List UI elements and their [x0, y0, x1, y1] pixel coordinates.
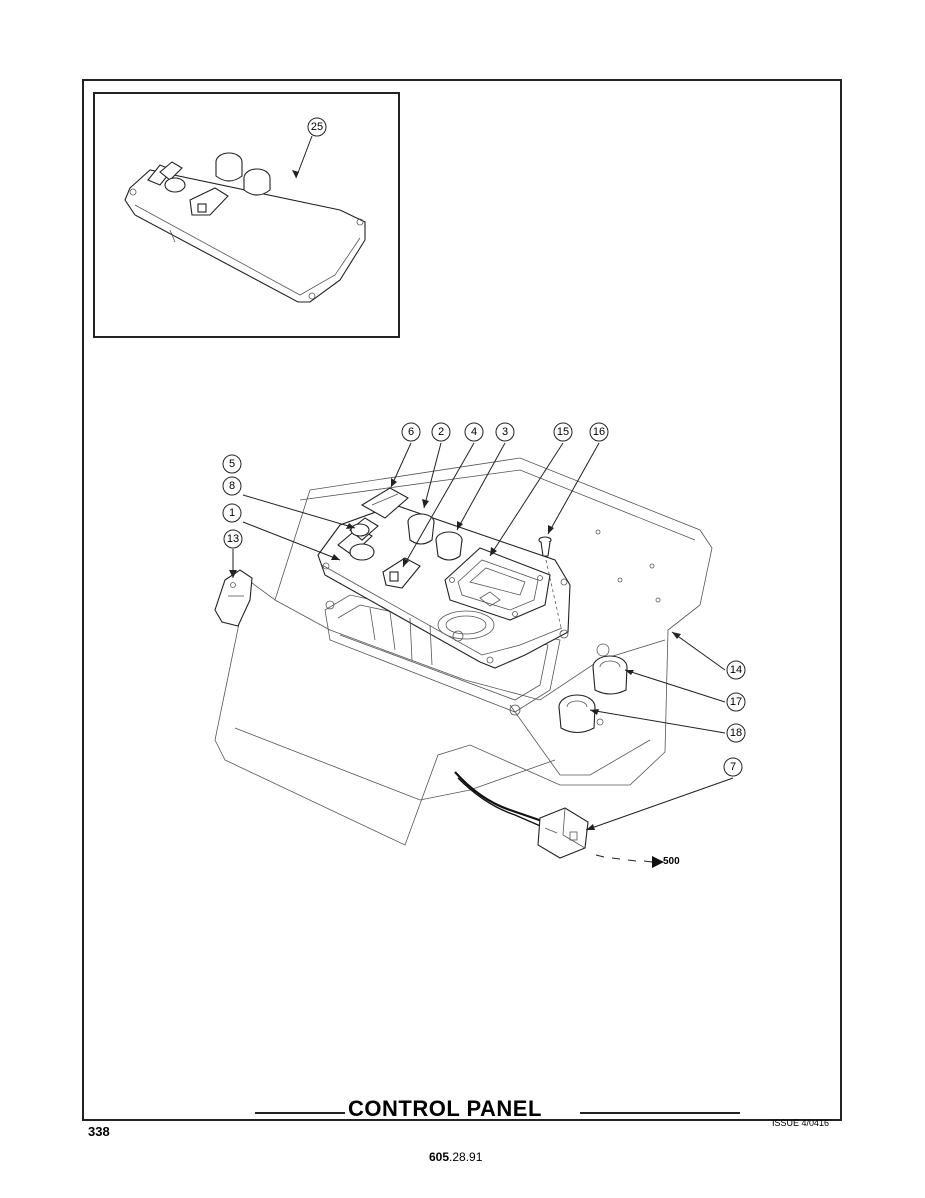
drawing-frame — [82, 79, 842, 1121]
document-number-suffix: .28.91 — [449, 1150, 483, 1164]
bracket — [214, 569, 253, 627]
callout-17: 17 — [726, 692, 746, 712]
key-switch-assembly — [337, 487, 409, 561]
svg-text:1: 1 — [229, 507, 235, 519]
svg-text:6: 6 — [408, 426, 414, 438]
callout-1: 1 — [222, 503, 242, 523]
cable-connector — [454, 771, 664, 868]
title-rule-right — [580, 1112, 740, 1114]
callout-25: 25 — [307, 117, 327, 137]
leader-lines — [229, 442, 734, 831]
svg-text:18: 18 — [730, 727, 742, 739]
svg-text:3: 3 — [502, 426, 508, 438]
document-number-prefix: 605 — [429, 1150, 450, 1164]
callout-7: 7 — [723, 757, 743, 777]
document-number: 605.28.91 — [429, 1150, 482, 1164]
svg-text:13: 13 — [227, 533, 239, 545]
lamp-caps — [407, 513, 463, 561]
svg-text:16: 16 — [593, 426, 605, 438]
callout-15: 15 — [553, 422, 573, 442]
inset-assembly — [124, 135, 366, 303]
rocker-switch — [382, 557, 421, 589]
svg-text:14: 14 — [730, 664, 742, 676]
callout-3: 3 — [495, 422, 515, 442]
screw — [538, 536, 569, 639]
svg-text:25: 25 — [311, 121, 323, 133]
callout-14: 14 — [726, 660, 746, 680]
svg-text:2: 2 — [438, 426, 444, 438]
svg-text:7: 7 — [730, 761, 736, 773]
callout-6: 6 — [401, 422, 421, 442]
callout-5: 5 — [222, 454, 242, 474]
svg-text:17: 17 — [730, 696, 742, 708]
power-sockets — [558, 643, 628, 734]
display-module — [437, 547, 551, 642]
callout-4: 4 — [464, 422, 484, 442]
callout-16: 16 — [589, 422, 609, 442]
reference-500: 500 — [663, 856, 680, 867]
callout-8: 8 — [222, 476, 242, 496]
svg-text:15: 15 — [557, 426, 569, 438]
console-housing — [214, 457, 713, 846]
page-title: CONTROL PANEL — [348, 1096, 542, 1121]
callout-2: 2 — [431, 422, 451, 442]
svg-text:4: 4 — [471, 426, 477, 438]
issue-label: ISSUE 4/0416 — [772, 1118, 830, 1128]
title-rule-left — [255, 1112, 345, 1114]
svg-text:5: 5 — [229, 458, 235, 470]
page-number: 338 — [88, 1124, 110, 1139]
wire-harness — [369, 607, 433, 666]
callout-18: 18 — [726, 723, 746, 743]
callout-13: 13 — [223, 529, 243, 549]
svg-text:8: 8 — [229, 480, 235, 492]
